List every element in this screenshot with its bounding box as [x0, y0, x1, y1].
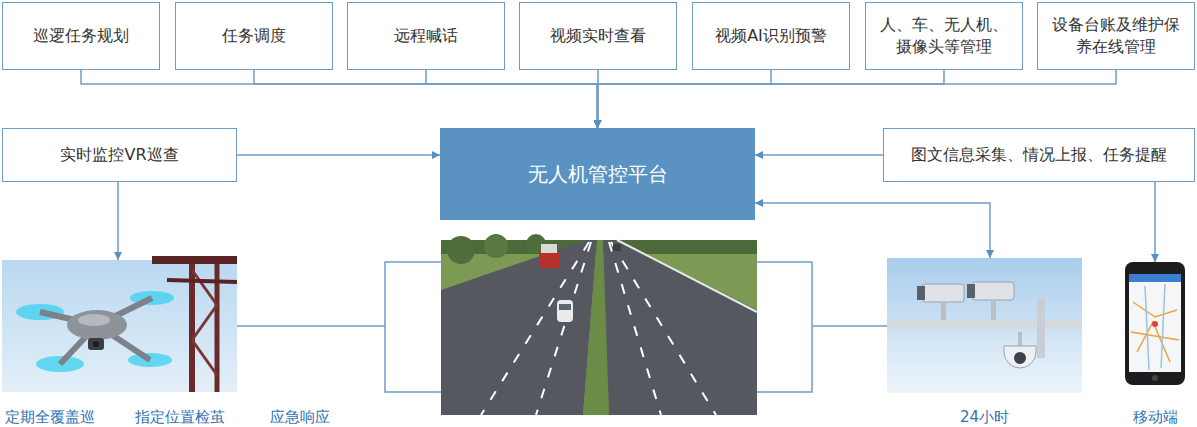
drone-photo [67, 310, 127, 340]
phone-picture [1152, 321, 1158, 327]
phone-picture [1152, 375, 1158, 381]
connector-arrow [117, 182, 119, 260]
drone-photo [192, 305, 217, 340]
caption-text: 24小时 [960, 408, 1009, 426]
road-photo [441, 240, 597, 415]
connector-arrow [237, 154, 440, 156]
drone-photo [2, 260, 237, 392]
box-label: 远程喊话 [394, 25, 458, 47]
drone-photo [93, 341, 99, 347]
function-box: 远程喊话 [347, 2, 505, 70]
box-label: 巡逻任务规划 [33, 25, 129, 47]
connector-arrow [81, 70, 598, 128]
camera-photo [887, 258, 1082, 393]
camera-photo [917, 286, 925, 300]
caption-text: 指定位置检茧 [135, 408, 225, 426]
box-label: 任务调度 [222, 25, 286, 47]
camera-photo [1014, 352, 1026, 364]
road-photo [481, 242, 589, 415]
camera-node: 24小时 [887, 258, 1082, 426]
connector-arrow [1154, 182, 1156, 262]
box-label: 视频实时查看 [550, 25, 646, 47]
box-label: 实时监控VR巡查 [60, 144, 178, 166]
function-box: 实时监控VR巡查 [2, 128, 237, 182]
road-photo [609, 242, 661, 415]
phone-picture [1145, 284, 1165, 370]
bracket-line [237, 262, 887, 392]
phone-picture [1129, 274, 1181, 282]
road-photo [441, 240, 757, 415]
caption-text: 移动端 [1133, 408, 1178, 426]
drone-photo [88, 338, 104, 350]
drone-photo [152, 256, 237, 264]
phone-picture [1125, 262, 1185, 385]
road-photo [541, 244, 557, 253]
road-photo [557, 300, 573, 322]
road-photo [441, 234, 757, 415]
drone-node: 定期全覆盖巡 指定位置检茧 应急响应 [2, 260, 347, 426]
drone-photo [167, 280, 237, 282]
box-label: 视频AI识别预警 [715, 25, 827, 47]
function-box: 巡逻任务规划 [2, 2, 160, 70]
bracket-line [237, 325, 385, 327]
connector-arrow [755, 203, 990, 258]
bracket-line [812, 325, 887, 327]
connector-arrow [755, 154, 883, 156]
caption-text: 定期全覆盖巡 [5, 408, 95, 426]
drone-photo [2, 260, 237, 392]
function-box: 人、车、无人机、摄像头等管理 [865, 2, 1023, 70]
platform-box: 无人机管控平台 [440, 128, 755, 220]
road-photo [603, 240, 757, 415]
road-photo [559, 304, 571, 310]
drone-photo [192, 270, 217, 305]
box-label: 设备台账及维护保养在线管理 [1048, 14, 1184, 57]
bracket-line [757, 262, 812, 392]
road-photo [536, 242, 591, 415]
camera-photo [972, 282, 1014, 300]
phone-picture [1129, 274, 1181, 372]
camera-photo [887, 320, 1082, 329]
camera-photo [1037, 298, 1045, 358]
camera-photo [922, 284, 964, 302]
function-box: 设备台账及维护保养在线管理 [1037, 2, 1195, 70]
camera-photo [991, 300, 996, 320]
camera-photo [887, 258, 1082, 393]
function-box: 视频实时查看 [519, 2, 677, 70]
road-photo [484, 234, 508, 258]
box-label: 人、车、无人机、摄像头等管理 [876, 14, 1012, 57]
box-label: 图文信息采集、情况上报、任务提醒 [911, 144, 1167, 166]
phone-node: 移动端 [1115, 262, 1195, 426]
camera-photo [967, 284, 975, 298]
camera-photo [1018, 332, 1022, 346]
function-box: 视频AI识别预警 [692, 2, 850, 70]
phone-picture [1131, 302, 1179, 362]
drone-photo [192, 340, 217, 375]
connector-arrow [598, 70, 1117, 128]
camera-photo [941, 302, 946, 320]
function-box: 图文信息采集、情况上报、任务提醒 [883, 128, 1195, 182]
bracket-line [385, 262, 441, 392]
function-box: 任务调度 [175, 2, 333, 70]
road-photo [611, 242, 716, 415]
connector-arrow [426, 70, 598, 128]
connector-arrow [598, 70, 772, 128]
box-label: 无人机管控平台 [528, 161, 668, 188]
connector-arrow [598, 70, 945, 128]
camera-photo [1004, 346, 1036, 368]
road-photo [539, 252, 559, 268]
road-photo [447, 236, 475, 264]
road-photo [613, 244, 621, 251]
road-photo [617, 240, 757, 312]
drone-photo [78, 314, 110, 326]
connector-arrow [254, 70, 598, 128]
phone-picture [1125, 262, 1185, 385]
caption-text: 应急响应 [270, 408, 330, 426]
